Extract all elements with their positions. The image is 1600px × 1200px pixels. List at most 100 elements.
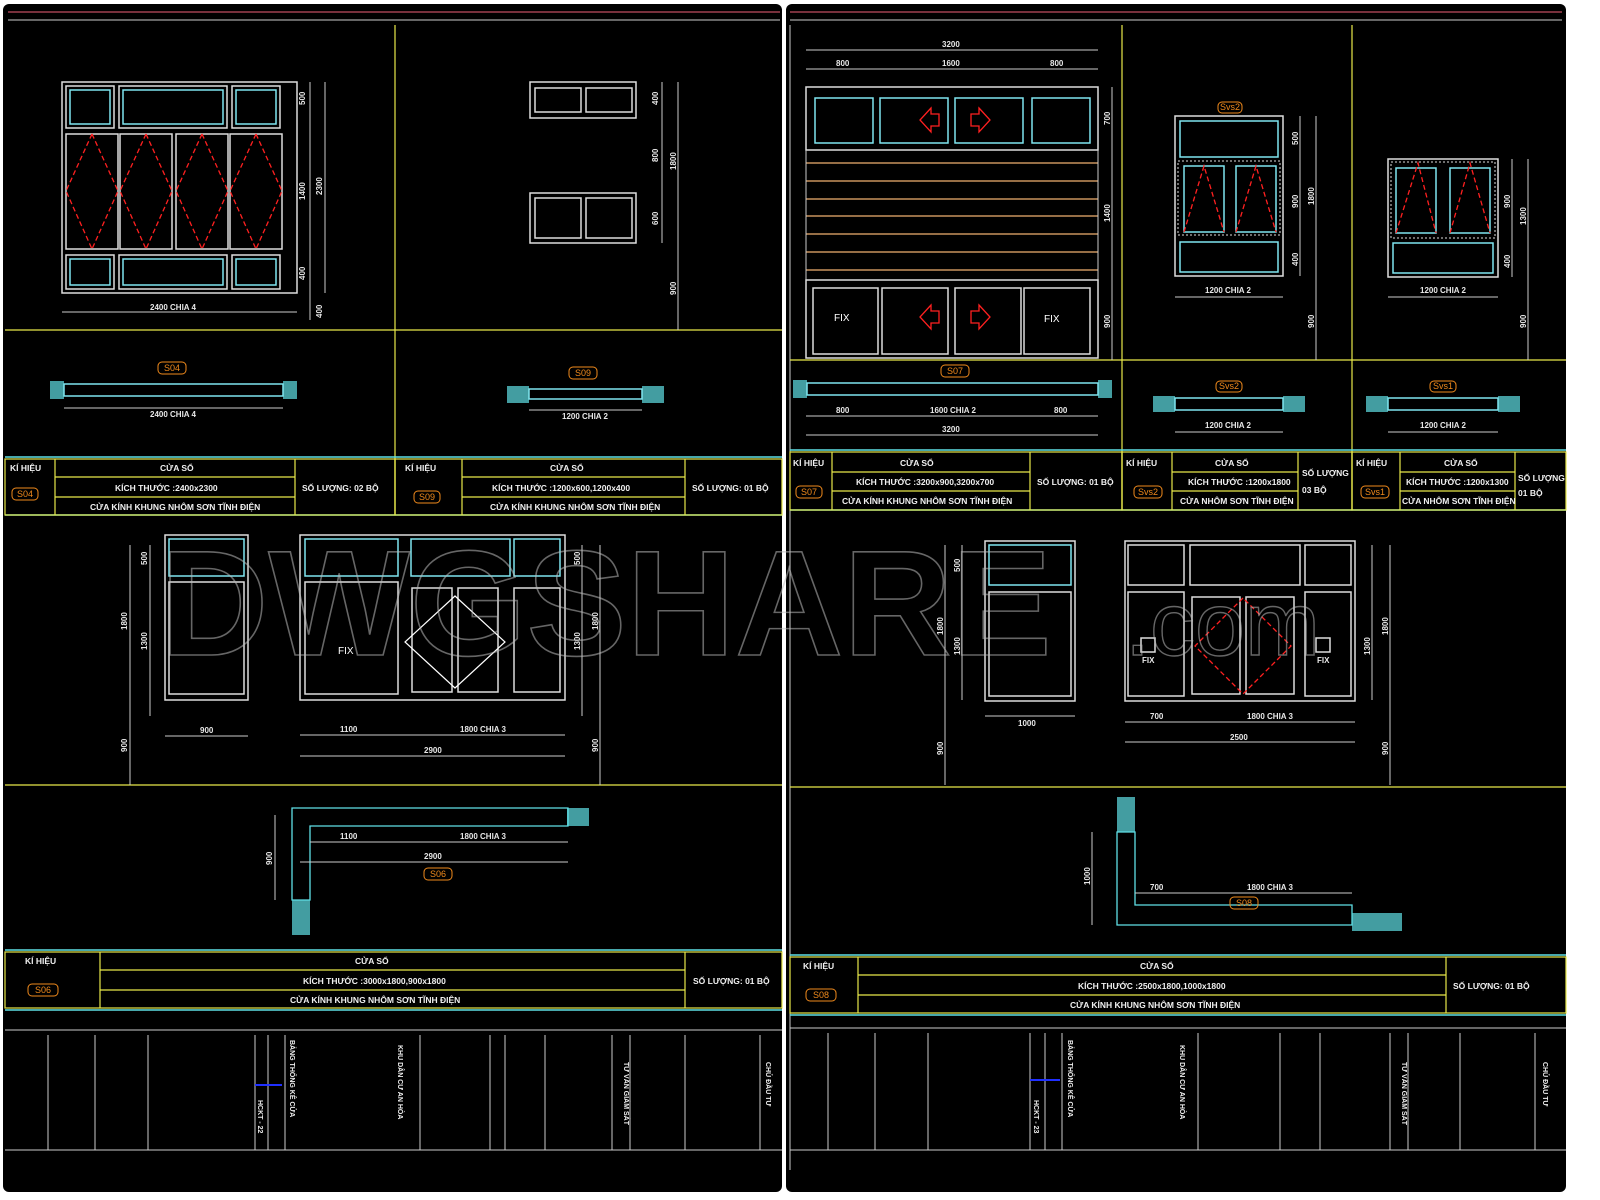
tag-svs1-plan: Svs1	[1433, 381, 1453, 391]
dim-label: 900	[265, 851, 274, 865]
window-s04-plan: S04 2400 CHIA 4	[50, 361, 297, 419]
tag-s04: S04	[164, 363, 180, 373]
table-size: KÍCH THƯỚC :3200x900,3200x700	[856, 476, 994, 487]
table-tag: S07	[801, 487, 817, 497]
dim-label: 400	[651, 91, 660, 105]
window-svs2-plan: Svs2 1200 CHIA 2	[1153, 380, 1305, 433]
tag-svs2: Svs2	[1220, 102, 1240, 112]
dim-label: 900	[1291, 194, 1300, 208]
table-s08: KÍ HIỆU CỬA SỔ S08 KÍCH THƯỚC :2500x1800…	[789, 956, 1567, 1014]
dim-label: 1800 CHIA 3	[1247, 712, 1294, 721]
dim-label: 500	[1291, 131, 1300, 145]
dim-label: 1300	[573, 632, 582, 650]
dim-label: 900	[936, 741, 945, 755]
dim-label: 1800	[936, 617, 945, 635]
table-size: KÍCH THƯỚC :2500x1800,1000x1800	[1078, 980, 1226, 991]
dim-label: 400	[1291, 252, 1300, 266]
table-header-code: KÍ HIỆU	[1356, 457, 1387, 468]
dim-label: 1000	[1018, 719, 1036, 728]
dim-label: 1800	[1307, 187, 1316, 205]
table-size: KÍCH THƯỚC :1200x1800	[1188, 476, 1291, 487]
dim-label: 900	[1503, 194, 1512, 208]
dim-label: 1800	[1381, 617, 1390, 635]
left-sheet	[3, 4, 782, 1192]
window-s08-plan: 1000 700 1800 CHIA 3 S08	[1083, 797, 1402, 931]
dim-label: 900	[591, 738, 600, 752]
window-s06-plan: 1100 1800 CHIA 3 2900 900 S06	[265, 807, 589, 935]
table-desc: CỬA KÍNH KHUNG NHÔM SƠN TĨNH ĐIỆN	[290, 994, 460, 1005]
dim-label: 2900	[424, 852, 442, 861]
window-s07-plan: S07 800 1600 CHIA 2 800 3200	[793, 364, 1112, 436]
dim-label: 500	[140, 551, 149, 565]
dim-label: 1800 CHIA 3	[1247, 883, 1294, 892]
tag-s06: S06	[430, 869, 446, 879]
dim-label: 800	[836, 406, 850, 415]
right-sheet	[786, 4, 1566, 1192]
dim-label: 900	[120, 738, 129, 752]
window-svs1-elevation: 900 1300 400 1200 CHIA 2 900	[1387, 158, 1529, 360]
table-header-code: KÍ HIỆU	[405, 462, 436, 473]
table-header-code: KÍ HIỆU	[803, 960, 834, 971]
table-desc: CỬA NHÔM SƠN TĨNH ĐIỆN	[1180, 495, 1294, 506]
dim-label: 900	[200, 726, 214, 735]
table-qty: SỐ LƯỢNG	[1518, 472, 1565, 483]
dim-label: 1600	[942, 59, 960, 68]
table-header-name: CỬA SỔ	[550, 462, 584, 473]
tag-s09: S09	[575, 368, 591, 378]
tag-s08: S08	[1236, 898, 1252, 908]
table-s04: KÍ HIỆU CỬA SỔ S04 KÍCH THƯỚC :2400x2300…	[4, 458, 396, 516]
supervisor-label: TƯ VẤN GIÁM SÁT	[1400, 1062, 1410, 1126]
dim-label: 800	[836, 59, 850, 68]
table-svs2: KÍ HIỆU CỬA SỔ Svs2 KÍCH THƯỚC :1200x180…	[1121, 451, 1353, 511]
dim-label: 800	[1054, 406, 1068, 415]
window-s09-plan: S09 1200 CHIA 2	[507, 366, 664, 421]
fix-label: FIX	[1142, 656, 1155, 665]
table-s09: KÍ HIỆU CỬA SỔ S09 KÍCH THƯỚC :1200x600,…	[394, 458, 783, 516]
title-block-left: BẢNG THỐNG KÊ CỬA KHU DÂN CƯ AN HÒA HCKT…	[47, 1035, 774, 1150]
dim-label: 500	[953, 558, 962, 572]
table-header-name: CỬA SỔ	[1140, 960, 1174, 971]
sheet-number: HCKT - 22	[256, 1100, 263, 1134]
dim-label: 3200	[942, 425, 960, 434]
table-tag: S09	[419, 492, 435, 502]
dim-label: 900	[669, 281, 678, 295]
dim-label: 1800	[669, 152, 678, 170]
dim-label: 1800	[120, 612, 129, 630]
dim-label: 900	[1519, 314, 1528, 328]
drawing-title: BẢNG THỐNG KÊ CỬA	[1066, 1040, 1076, 1117]
dim-label: 1100	[340, 725, 358, 734]
dim-label: 1800 CHIA 3	[460, 725, 507, 734]
dim-label: 3200	[942, 40, 960, 49]
dim-label: 2500	[1230, 733, 1248, 742]
dim-label: 600	[651, 211, 660, 225]
title-block-right: BẢNG THỐNG KÊ CỬA KHU DÂN CƯ AN HÒA HCKT…	[827, 1033, 1551, 1150]
table-qty: SỐ LƯỢNG: 01 BỘ	[1037, 476, 1114, 487]
dim-label: 1000	[1083, 867, 1092, 885]
dim-label: 1300	[1363, 637, 1372, 655]
dim-label: 800	[1050, 59, 1064, 68]
table-header-code: KÍ HIỆU	[10, 462, 41, 473]
dim-label: 1800 CHIA 3	[460, 832, 507, 841]
table-tag: S06	[35, 985, 51, 995]
table-size: KÍCH THƯỚC :1200x1300	[1406, 476, 1509, 487]
dim-label: 900	[1103, 314, 1112, 328]
right-grid	[789, 25, 1566, 1170]
sheet-number: HCKT - 23	[1032, 1100, 1039, 1134]
table-header-code: KÍ HIỆU	[793, 457, 824, 468]
supervisor-label: TƯ VẤN GIÁM SÁT	[622, 1062, 632, 1126]
table-svs1: KÍ HIỆU CỬA SỔ Svs1 KÍCH THƯỚC :1200x130…	[1351, 451, 1567, 511]
window-s09-elevation: 400 800 1800 600 900	[529, 81, 679, 330]
table-qty-value: 01 BỘ	[1518, 487, 1543, 498]
project-name: KHU DÂN CƯ AN HÒA	[396, 1045, 405, 1119]
dim-label: 2400 CHIA 4	[150, 410, 197, 419]
dim-label: 1200 CHIA 2	[562, 412, 609, 421]
table-desc: CỬA KÍNH KHUNG NHÔM SƠN TĨNH ĐIỆN	[490, 501, 660, 512]
table-qty: SỐ LƯỢNG: 01 BỘ	[1453, 980, 1530, 991]
dim-label: 1600 CHIA 2	[930, 406, 977, 415]
table-desc: CỬA NHÔM SƠN TĨNH ĐIỆN	[1402, 495, 1516, 506]
dim-label: 500	[573, 551, 582, 565]
table-s06: KÍ HIỆU CỬA SỔ S06 KÍCH THƯỚC :3000x1800…	[4, 951, 783, 1009]
dim-label: 2300	[315, 177, 324, 195]
dim-label: 700	[1150, 712, 1164, 721]
project-name: KHU DÂN CƯ AN HÒA	[1178, 1045, 1187, 1119]
